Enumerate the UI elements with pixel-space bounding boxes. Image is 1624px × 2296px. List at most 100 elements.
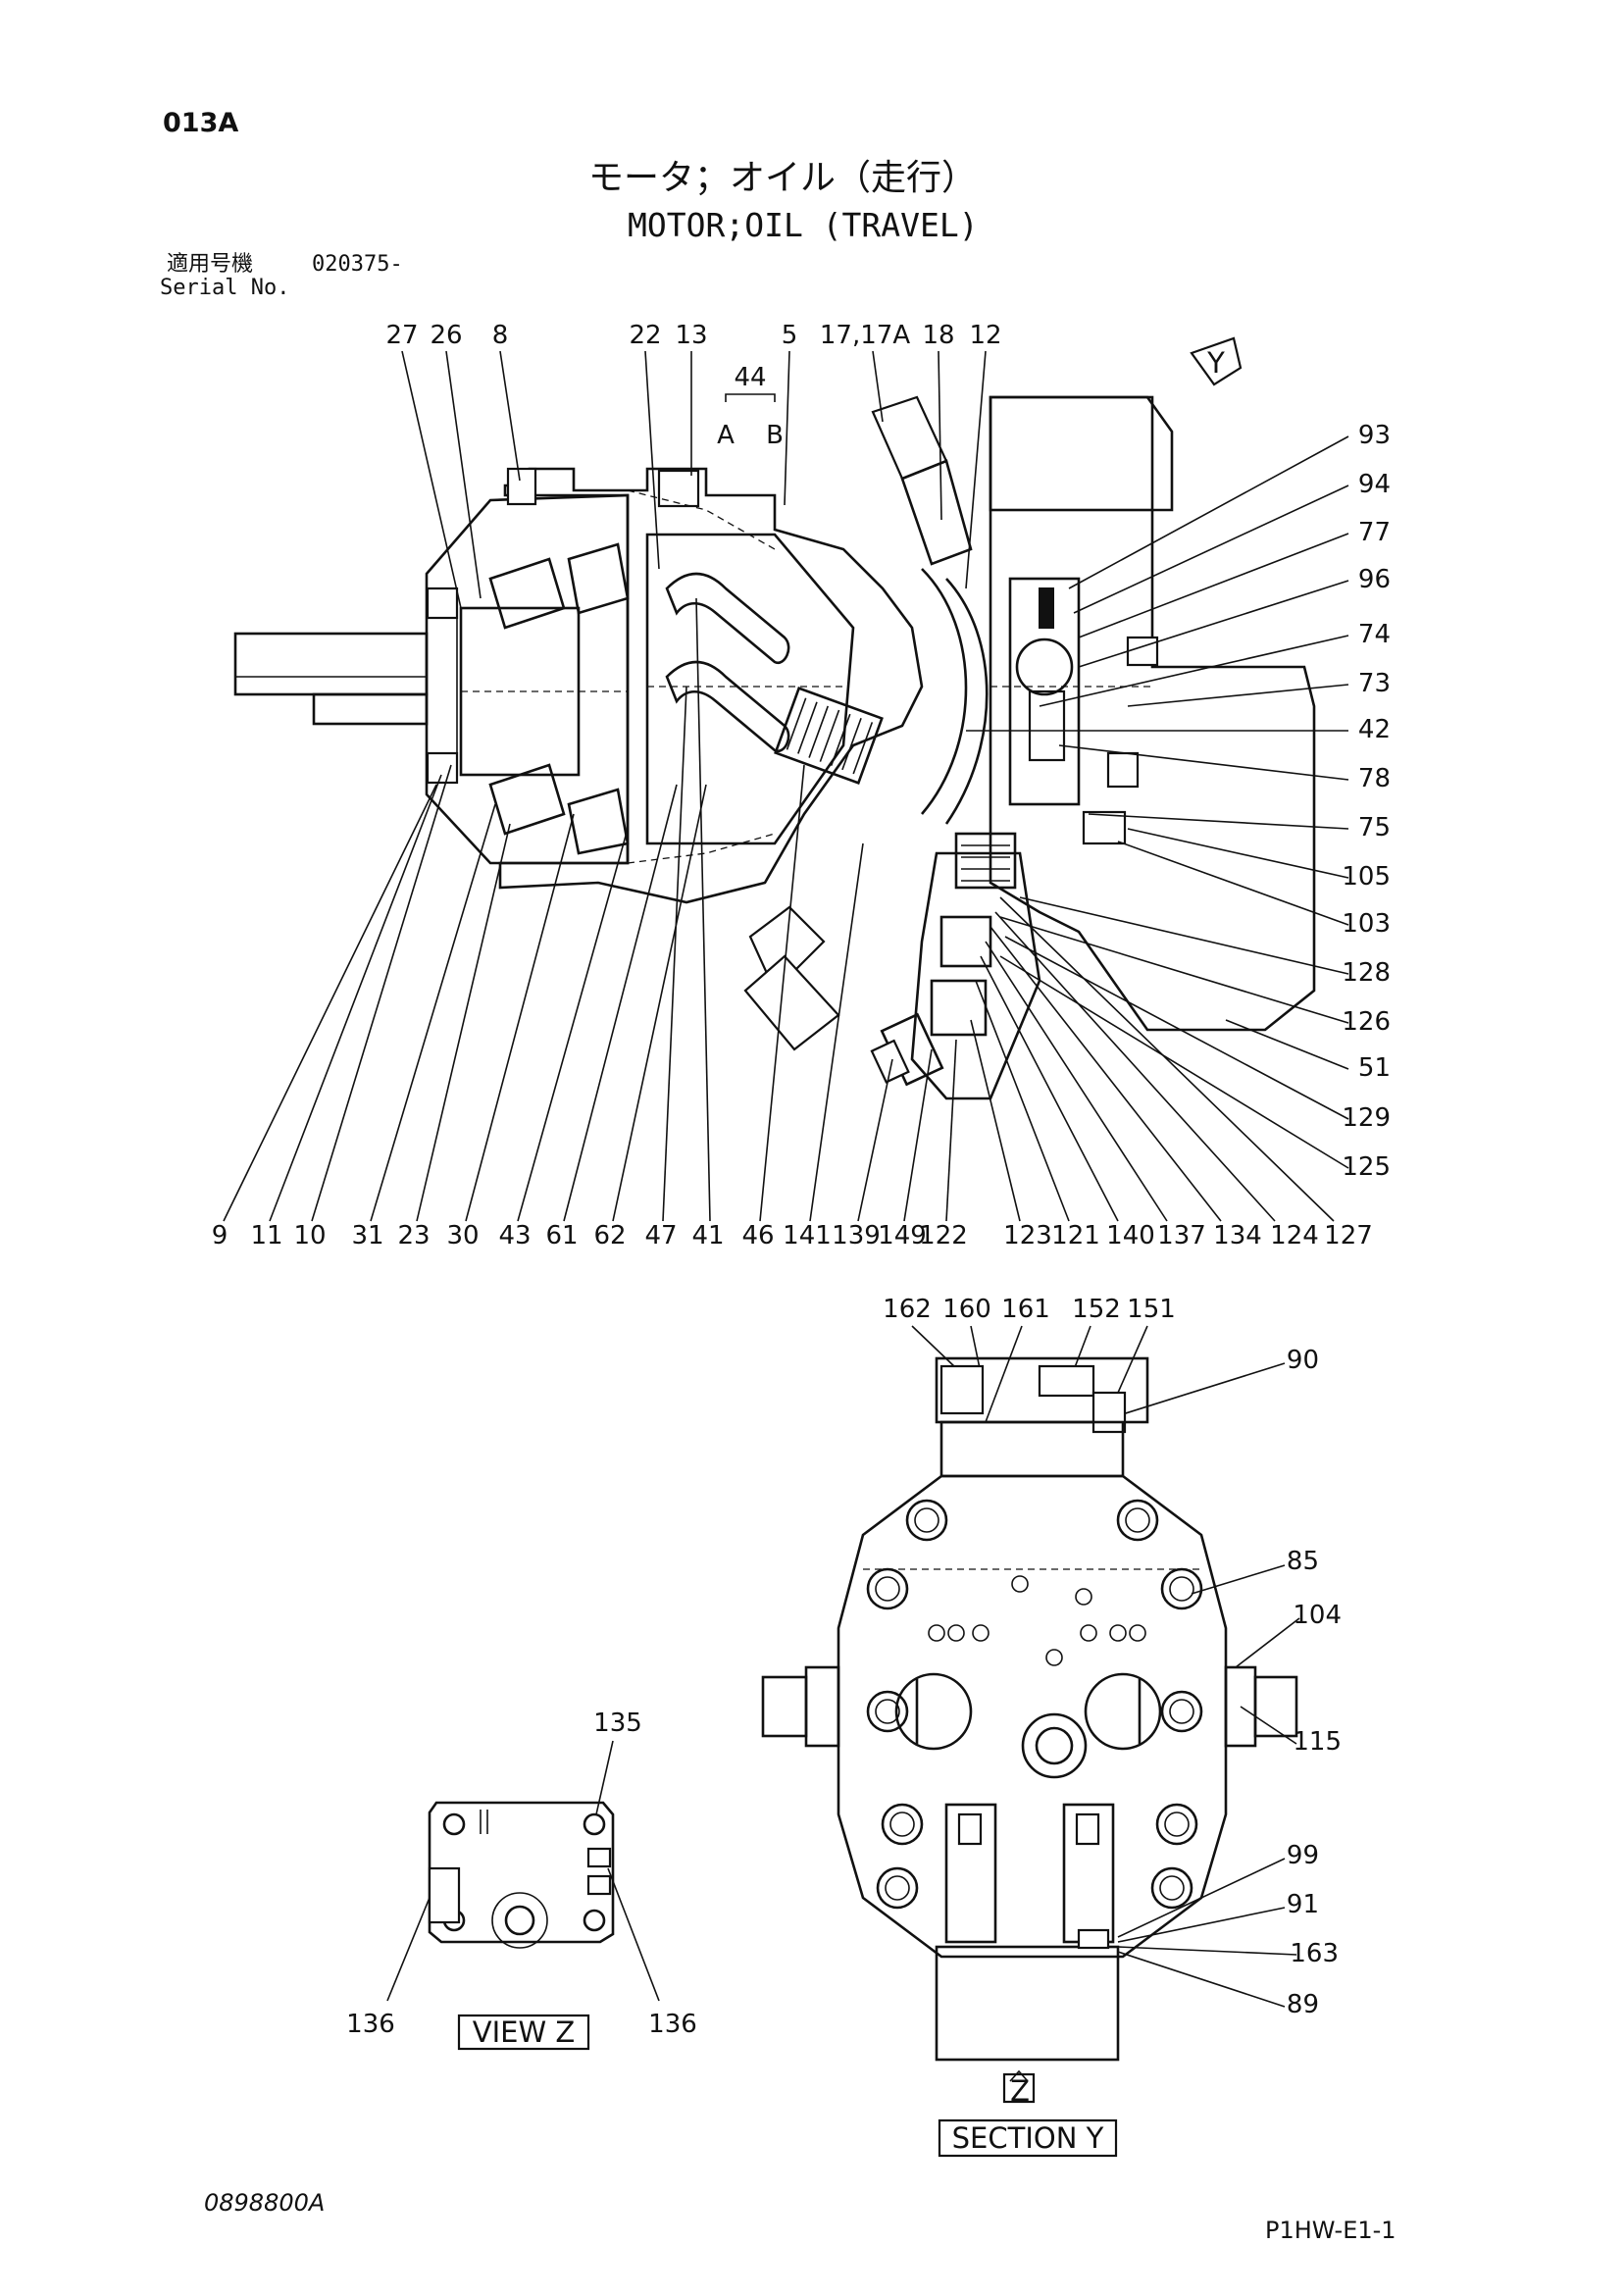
leader-line: [965, 350, 987, 589]
main-view-bottom-callouts-label: 30: [446, 1221, 479, 1250]
leader-line: [1019, 896, 1349, 975]
leader-line: [1078, 533, 1349, 638]
section-y-top-callouts-label: 160: [942, 1295, 991, 1324]
main-view-top-callouts-label: 27: [385, 321, 418, 350]
main-view-top-callouts-label: 12: [969, 321, 1001, 350]
section-y-right-callouts-label: 104: [1293, 1601, 1342, 1630]
leader-line: [759, 764, 805, 1222]
leader-line: [1235, 1617, 1300, 1668]
main-view-right-callouts-label: 51: [1358, 1053, 1391, 1083]
main-view-bottom-callouts-label: 23: [397, 1221, 430, 1250]
main-view-bottom-callouts-label: 140: [1106, 1221, 1155, 1250]
main-view-top-callouts-label: 22: [629, 321, 661, 350]
leader-line: [1068, 435, 1349, 589]
main-view-bottom-callouts-label: 31: [351, 1221, 383, 1250]
section-y-right-callouts-label: 91: [1287, 1890, 1319, 1919]
small-port: [1075, 1588, 1092, 1606]
main-view-bottom-callouts-label: 9: [212, 1221, 228, 1250]
group-label: 44: [734, 363, 766, 392]
main-view-bottom-callouts-label: 122: [919, 1221, 968, 1250]
main-view-right-callouts-label: 96: [1358, 565, 1391, 594]
leader-line: [1039, 635, 1349, 707]
leader-line: [607, 1867, 660, 2002]
main-view-top-callouts-label: 18: [922, 321, 954, 350]
bolt-hole: [1155, 1803, 1198, 1846]
drawing-number: 0898800A: [204, 2189, 326, 2217]
main-view-top-callouts-label: 13: [675, 321, 707, 350]
section-y-right-callouts-label: 115: [1293, 1727, 1342, 1757]
section-y-right-callouts-label: 85: [1287, 1547, 1319, 1576]
leader-line: [1127, 684, 1349, 707]
bolt-hole: [876, 1866, 919, 1910]
leader-line: [999, 916, 1349, 1024]
bolt-hole: [905, 1499, 948, 1542]
main-view-bottom-callouts-label: 121: [1051, 1221, 1100, 1250]
main-view-bottom-callouts-label: 124: [1270, 1221, 1319, 1250]
leader-line: [386, 1887, 434, 2002]
main-view-bottom-callouts-label: 137: [1157, 1221, 1206, 1250]
section-y-right-callouts-label: 163: [1290, 1939, 1339, 1968]
bolt-hole-inner: [1159, 1875, 1185, 1901]
leader-line: [970, 1019, 1021, 1222]
main-view-bottom-callouts-label: 46: [741, 1221, 774, 1250]
serial-label-english: Serial No.: [160, 276, 290, 300]
main-view-bottom-callouts-label: 62: [593, 1221, 626, 1250]
group-44-bracket: 44 A B: [717, 363, 784, 450]
section-y-title: SECTION Y: [952, 2121, 1104, 2155]
section-y-top-callouts-label: 151: [1127, 1295, 1176, 1324]
section-y-right-callouts-label: 89: [1287, 1990, 1319, 2019]
view-z-marker: Z: [1010, 2074, 1030, 2108]
main-view-bottom-callouts-label: 43: [498, 1221, 531, 1250]
small-port: [972, 1624, 990, 1642]
group-sub-a: A: [717, 421, 735, 450]
section-y-top-callouts-label: 161: [1001, 1295, 1050, 1324]
leader-line: [1112, 1362, 1286, 1418]
leader-line: [872, 350, 884, 423]
small-port: [1109, 1624, 1127, 1642]
leader-line: [784, 350, 790, 506]
main-view-right-callouts-label: 128: [1342, 958, 1391, 988]
bolt-hole-inner: [875, 1699, 900, 1724]
main-view-bottom-callouts-label: 127: [1324, 1221, 1373, 1250]
main-view-right-callouts-label: 129: [1342, 1103, 1391, 1133]
view-y-marker: Y: [1206, 346, 1225, 380]
page-code: 013A: [163, 108, 239, 138]
group-sub-b: B: [766, 421, 784, 450]
main-view-bottom-callouts-label: 61: [545, 1221, 578, 1250]
leader-line: [1058, 744, 1349, 781]
main-view-right-callouts-label: 126: [1342, 1007, 1391, 1037]
leader-line: [938, 350, 942, 521]
leader-line: [1240, 1706, 1297, 1745]
view-z-callouts-label: 136: [346, 2010, 395, 2039]
leader-line: [1117, 841, 1349, 926]
leader-line: [857, 1058, 893, 1222]
main-view-bottom-callouts-label: 47: [644, 1221, 677, 1250]
main-view-bottom-callouts-label: 11: [250, 1221, 282, 1250]
section-y-top-callouts-label: 162: [883, 1295, 932, 1324]
leader-line: [985, 941, 1168, 1222]
leader-line: [990, 926, 1222, 1222]
main-view-right-callouts-label: 78: [1358, 764, 1391, 793]
leader-line: [903, 1048, 933, 1222]
small-port: [1011, 1575, 1029, 1593]
leader-line: [401, 350, 462, 609]
bolt-hole-inner: [1169, 1699, 1194, 1724]
view-y-arrow: Y: [1190, 336, 1243, 386]
leader-line: [911, 1325, 957, 1369]
view-z-drawing: VIEW Z: [428, 1801, 615, 2051]
leader-line: [1117, 1907, 1286, 1943]
main-view-top-callouts-label: 8: [492, 321, 509, 350]
leader-line: [563, 784, 678, 1222]
leader-lines: [223, 350, 1349, 2008]
main-view-top-callouts-label: 17,17A: [820, 321, 910, 350]
view-z-title: VIEW Z: [473, 2015, 575, 2049]
main-view-right-callouts-label: 93: [1358, 421, 1391, 450]
leader-line: [999, 896, 1335, 1222]
bolt-hole-inner: [889, 1811, 915, 1837]
leader-line: [945, 1039, 957, 1222]
main-view-bottom-callouts-label: 10: [293, 1221, 326, 1250]
leader-line: [985, 1325, 1023, 1423]
bolt-hole-inner: [885, 1875, 910, 1901]
section-y-title-group: Z SECTION Y: [938, 2069, 1118, 2158]
title-japanese: モータ；オイル（走行）: [588, 158, 978, 198]
